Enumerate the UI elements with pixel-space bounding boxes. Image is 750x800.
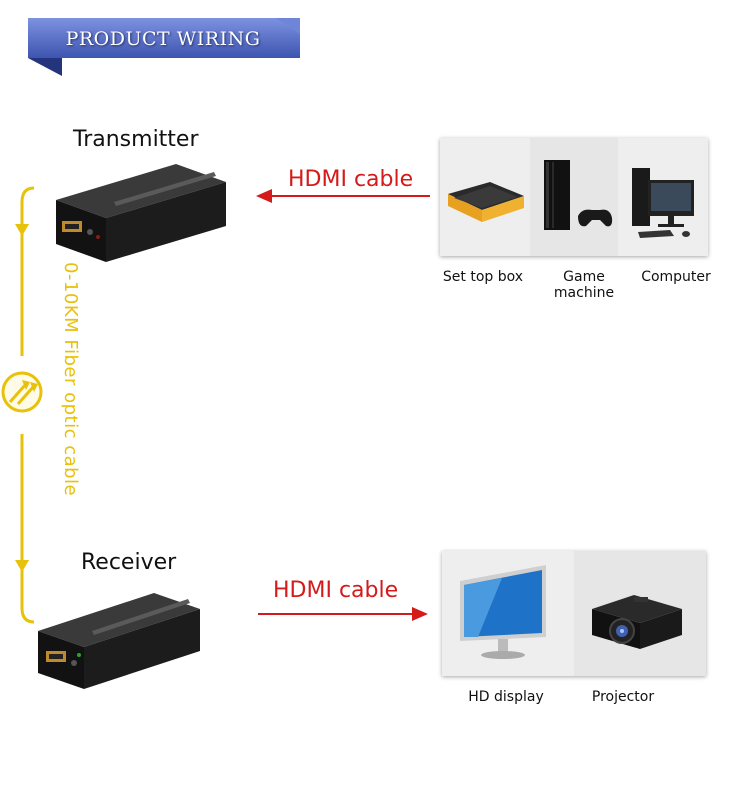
transmitter-title: Transmitter xyxy=(73,127,199,152)
source-caption-game-machine: Game machine xyxy=(553,269,615,301)
arrow-down-icon xyxy=(15,560,29,572)
fiber-cable-label: 0-10KM Fiber optic cable xyxy=(60,262,81,497)
monitor-icon xyxy=(460,565,546,659)
source-caption-computer: Computer xyxy=(641,269,711,285)
receiver-title: Receiver xyxy=(81,550,177,575)
projector-icon xyxy=(592,595,682,649)
receiver-device-icon xyxy=(38,593,200,689)
transmitter-device-icon xyxy=(56,164,226,262)
hdmi-cable-label-bottom: HDMI cable xyxy=(273,578,399,603)
source-devices-panel xyxy=(440,138,708,256)
header-banner xyxy=(28,18,300,76)
computer-icon xyxy=(632,168,694,238)
game-console-icon xyxy=(544,160,613,230)
hdmi-cable-label-top: HDMI cable xyxy=(288,167,414,192)
display-caption-projector: Projector xyxy=(591,689,655,705)
fiber-optic-link xyxy=(15,186,35,624)
fiber-connector-icon xyxy=(1,371,43,413)
display-devices-panel xyxy=(442,551,706,676)
arrow-down-icon xyxy=(15,224,29,236)
display-caption-hd-display: HD display xyxy=(468,689,544,705)
hdmi-cable-arrow-left-icon xyxy=(256,189,430,203)
banner-title: PRODUCT WIRING xyxy=(65,28,261,50)
set-top-box-icon xyxy=(448,182,524,222)
source-caption-set-top-box: Set top box xyxy=(442,269,524,285)
hdmi-cable-arrow-right-icon xyxy=(258,607,428,621)
